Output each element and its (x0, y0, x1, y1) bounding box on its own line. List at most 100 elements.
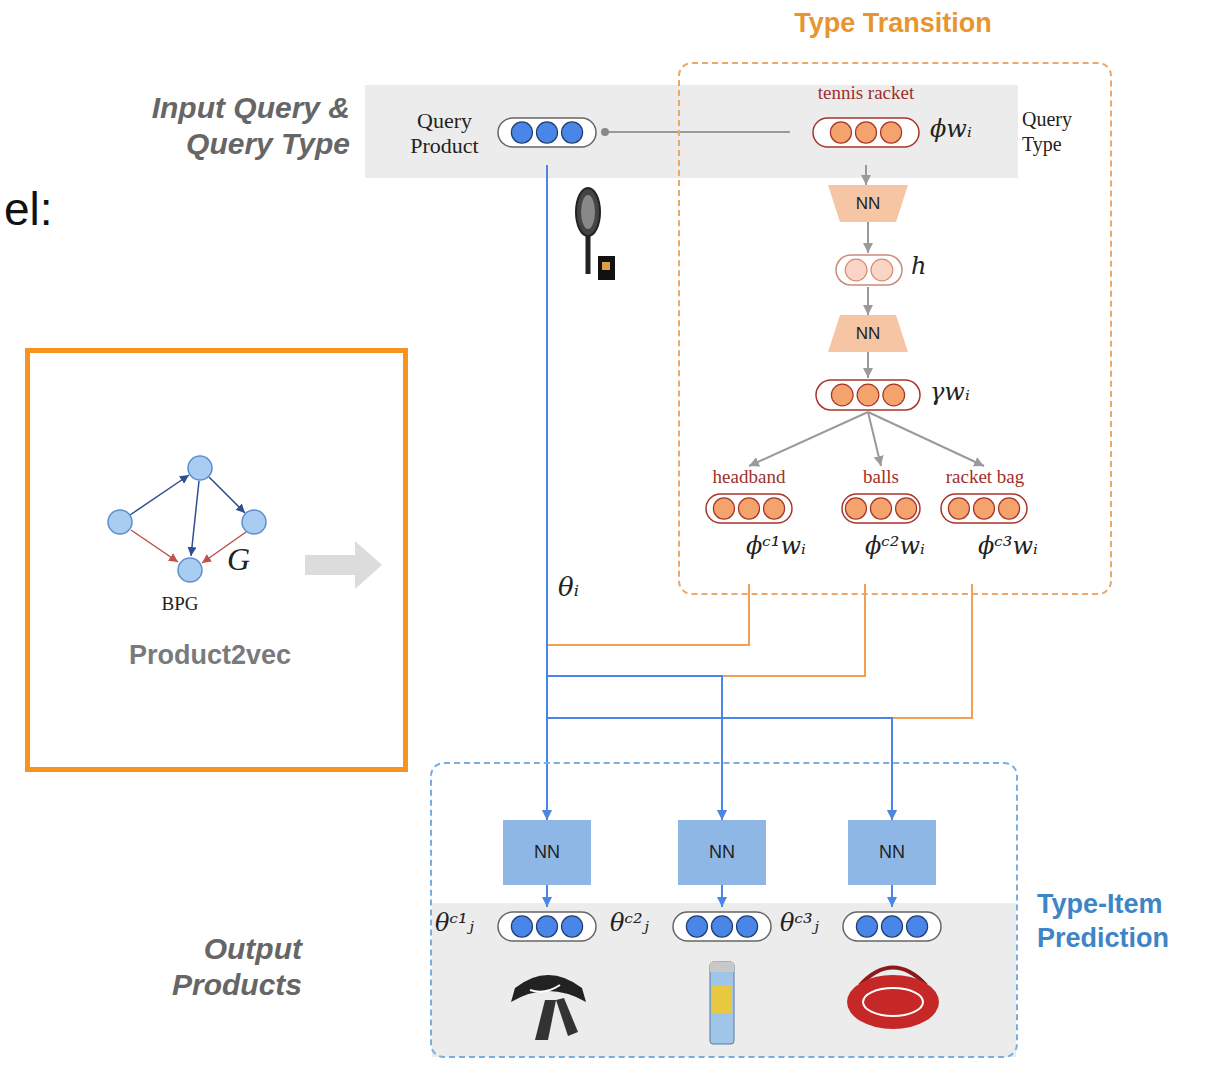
connector (546, 885, 548, 907)
connector (867, 222, 869, 253)
query-product-vector: Query Product (397, 100, 602, 165)
vector-cell (562, 122, 583, 143)
vector-cell (999, 498, 1020, 519)
node-subtext: ϕᶜ¹wᵢ (746, 532, 808, 560)
hidden-vector: h (835, 253, 940, 287)
graph-edge (191, 481, 199, 556)
text-holder: BPG (145, 593, 215, 615)
vector-cell (536, 916, 557, 937)
partial-title: el: (4, 182, 53, 236)
pill-outline (498, 118, 596, 147)
connector-dot (601, 128, 609, 136)
node-text: θᶜ³ⱼ (780, 909, 838, 937)
text-holder: NN (848, 820, 936, 885)
vector-cell (713, 498, 734, 519)
vector-pill (815, 379, 921, 411)
graph-edge (131, 530, 178, 562)
connector (749, 412, 868, 466)
graph-vertex (242, 510, 266, 534)
text-holder: racket bag (930, 466, 1040, 488)
node-text: NN (503, 820, 591, 885)
text-holder: Input Query & Query Type (103, 90, 350, 162)
vector-cell (511, 122, 532, 143)
vector-pill (705, 493, 793, 524)
text-holder: NN (503, 820, 591, 885)
ball-can-picture (710, 962, 734, 1044)
connector (547, 584, 749, 820)
text-holder: ϕᶜ²wᵢ (865, 532, 927, 560)
racket-bag-picture (847, 968, 939, 1030)
vector-cell (883, 384, 905, 406)
pill-outline (673, 912, 771, 941)
vector-cell (856, 916, 877, 937)
vector-cell (562, 916, 583, 937)
vector-cell (738, 498, 759, 519)
pill-outline (843, 912, 941, 941)
edge-label: θᵢ (558, 572, 579, 602)
text-holder: G (227, 541, 257, 578)
vector-pill (497, 911, 597, 942)
graph-figure (108, 456, 266, 582)
output-band: Output Productsθᶜ¹ⱼθᶜ²ⱼθᶜ³ⱼ (432, 903, 1016, 1057)
graph-vertex (188, 456, 212, 480)
pill-outline (941, 494, 1027, 523)
connector (721, 885, 723, 907)
vector-cell (855, 122, 876, 143)
node-text: NN (828, 185, 908, 222)
node-text: NN (848, 820, 936, 885)
vector-pill (841, 493, 921, 524)
pill-outline (498, 912, 596, 941)
node-text: h (911, 252, 939, 280)
type-vector: racket bag ϕᶜ³wᵢ (930, 466, 1040, 584)
pill-outline (706, 494, 792, 523)
nn-box: NN (848, 820, 936, 885)
vector-cell (948, 498, 969, 519)
input-band: Input Query & Query TypeQuery Productten… (365, 85, 1018, 178)
node-text: γwᵢ (930, 378, 992, 406)
vector-cell (764, 498, 785, 519)
vector-cell (831, 384, 853, 406)
node-text: racket bag (930, 466, 1040, 488)
type-item-group: Type-Item PredictionNNNNNNOutput Product… (430, 762, 1018, 1058)
trapezoid-shape (828, 185, 908, 222)
graph-edge (130, 475, 189, 515)
type-vector: headband ϕᶜ¹wᵢ (690, 466, 808, 584)
text-holder: Product2vec (80, 640, 340, 671)
vector-cell (845, 259, 867, 281)
output-band-fill (432, 903, 1016, 1057)
output-vector: θᶜ²ⱼ (610, 907, 780, 947)
node-text: tennis racket (790, 82, 942, 104)
connector (547, 165, 722, 820)
node-subtext: Query Type (1022, 107, 1092, 157)
node-text: balls (835, 466, 927, 488)
vector-pill (940, 493, 1028, 524)
pill-outline (816, 380, 920, 410)
vector-cell (686, 916, 707, 937)
vector-pill (842, 911, 942, 942)
text-holder: h (911, 252, 939, 280)
node-subtext: ϕᶜ²wᵢ (865, 532, 927, 560)
vector-cell (857, 384, 879, 406)
text-holder: headband (690, 466, 808, 488)
vector-cell (536, 122, 557, 143)
text-holder: ϕᶜ¹wᵢ (746, 532, 808, 560)
connector (867, 352, 869, 378)
node-text: Query Product (397, 108, 492, 159)
text-holder: ϕwᵢ (930, 115, 992, 143)
connector (892, 584, 972, 820)
node-subtext: BPG (145, 593, 215, 615)
vector-cell (511, 916, 532, 937)
connector (722, 584, 865, 820)
node-text: Type-Item Prediction (1037, 888, 1202, 956)
text-holder: ϕᶜ³wᵢ (978, 532, 1040, 560)
node-text: Type Transition (763, 8, 1023, 39)
node-text: θᶜ²ⱼ (610, 909, 668, 937)
node-text: NN (678, 820, 766, 885)
trapezoid-shape (828, 315, 908, 352)
text-holder: NN (678, 820, 766, 885)
flow-arrow (305, 541, 382, 589)
headband-picture (511, 975, 586, 1040)
text-holder: Type Transition (763, 8, 1023, 39)
graph-vertex (108, 510, 132, 534)
node-text: θᶜ¹ⱼ (435, 909, 493, 937)
